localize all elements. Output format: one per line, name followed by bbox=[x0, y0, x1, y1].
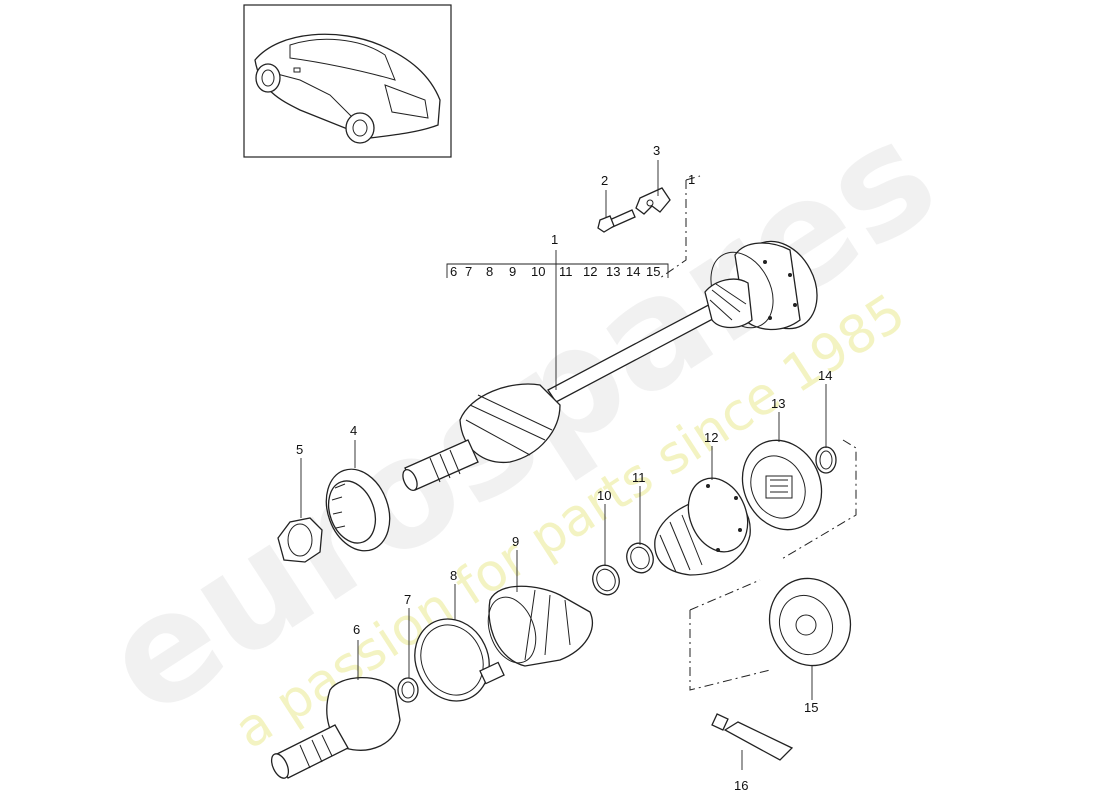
reference-mark-top: 1 bbox=[688, 172, 695, 187]
callout-10: 10 bbox=[597, 488, 611, 503]
drive-shaft-assembly bbox=[402, 240, 818, 491]
callout-8: 8 bbox=[450, 568, 457, 583]
callout-16: 16 bbox=[734, 778, 748, 793]
callout-11: 11 bbox=[632, 470, 646, 485]
callout-3: 3 bbox=[653, 143, 660, 158]
vehicle-thumbnail bbox=[243, 4, 452, 158]
grease-tube-part bbox=[711, 713, 794, 761]
kit-number: 13 bbox=[606, 264, 620, 279]
joint-alternative-part bbox=[768, 577, 852, 667]
kit-number: 12 bbox=[583, 264, 597, 279]
clamp-part bbox=[626, 542, 654, 574]
kit-number: 7 bbox=[465, 264, 472, 279]
joint-boot-part bbox=[487, 585, 593, 667]
callout-12: 12 bbox=[704, 430, 718, 445]
callout-6: 6 bbox=[353, 622, 360, 637]
inner-joint-part bbox=[741, 439, 823, 531]
ring-part bbox=[325, 468, 391, 552]
kit-number: 8 bbox=[486, 264, 493, 279]
kit-bracket bbox=[446, 250, 669, 390]
callout-15: 15 bbox=[804, 700, 818, 715]
circlip-part bbox=[397, 677, 419, 703]
leader-lines bbox=[300, 160, 827, 770]
hose-clamp-small-part bbox=[592, 564, 620, 596]
kit-number: 6 bbox=[450, 264, 457, 279]
callout-9: 9 bbox=[512, 534, 519, 549]
callout-4: 4 bbox=[350, 423, 357, 438]
callout-14: 14 bbox=[818, 368, 832, 383]
callout-13: 13 bbox=[771, 396, 785, 411]
kit-number: 10 bbox=[531, 264, 545, 279]
callout-2: 2 bbox=[601, 173, 608, 188]
callout-7: 7 bbox=[404, 592, 411, 607]
cv-joint-part bbox=[270, 676, 401, 779]
nut-part bbox=[277, 517, 323, 563]
snap-ring-part bbox=[815, 446, 837, 474]
bracket-part bbox=[635, 187, 671, 215]
bolt-part bbox=[597, 209, 636, 233]
kit-number: 15 bbox=[646, 264, 660, 279]
inner-joint-boot-part bbox=[654, 477, 751, 576]
kit-number: 11 bbox=[559, 264, 573, 279]
reference-lines: 1 bbox=[659, 172, 857, 691]
kit-number: 9 bbox=[509, 264, 516, 279]
hose-clamp-large-part bbox=[414, 618, 505, 702]
callout-labels: 1 2 3 4 5 6 7 8 9 10 11 12 13 14 15 16 bbox=[296, 143, 832, 793]
callout-5: 5 bbox=[296, 442, 303, 457]
callout-1: 1 bbox=[551, 232, 558, 247]
kit-number: 14 bbox=[626, 264, 640, 279]
